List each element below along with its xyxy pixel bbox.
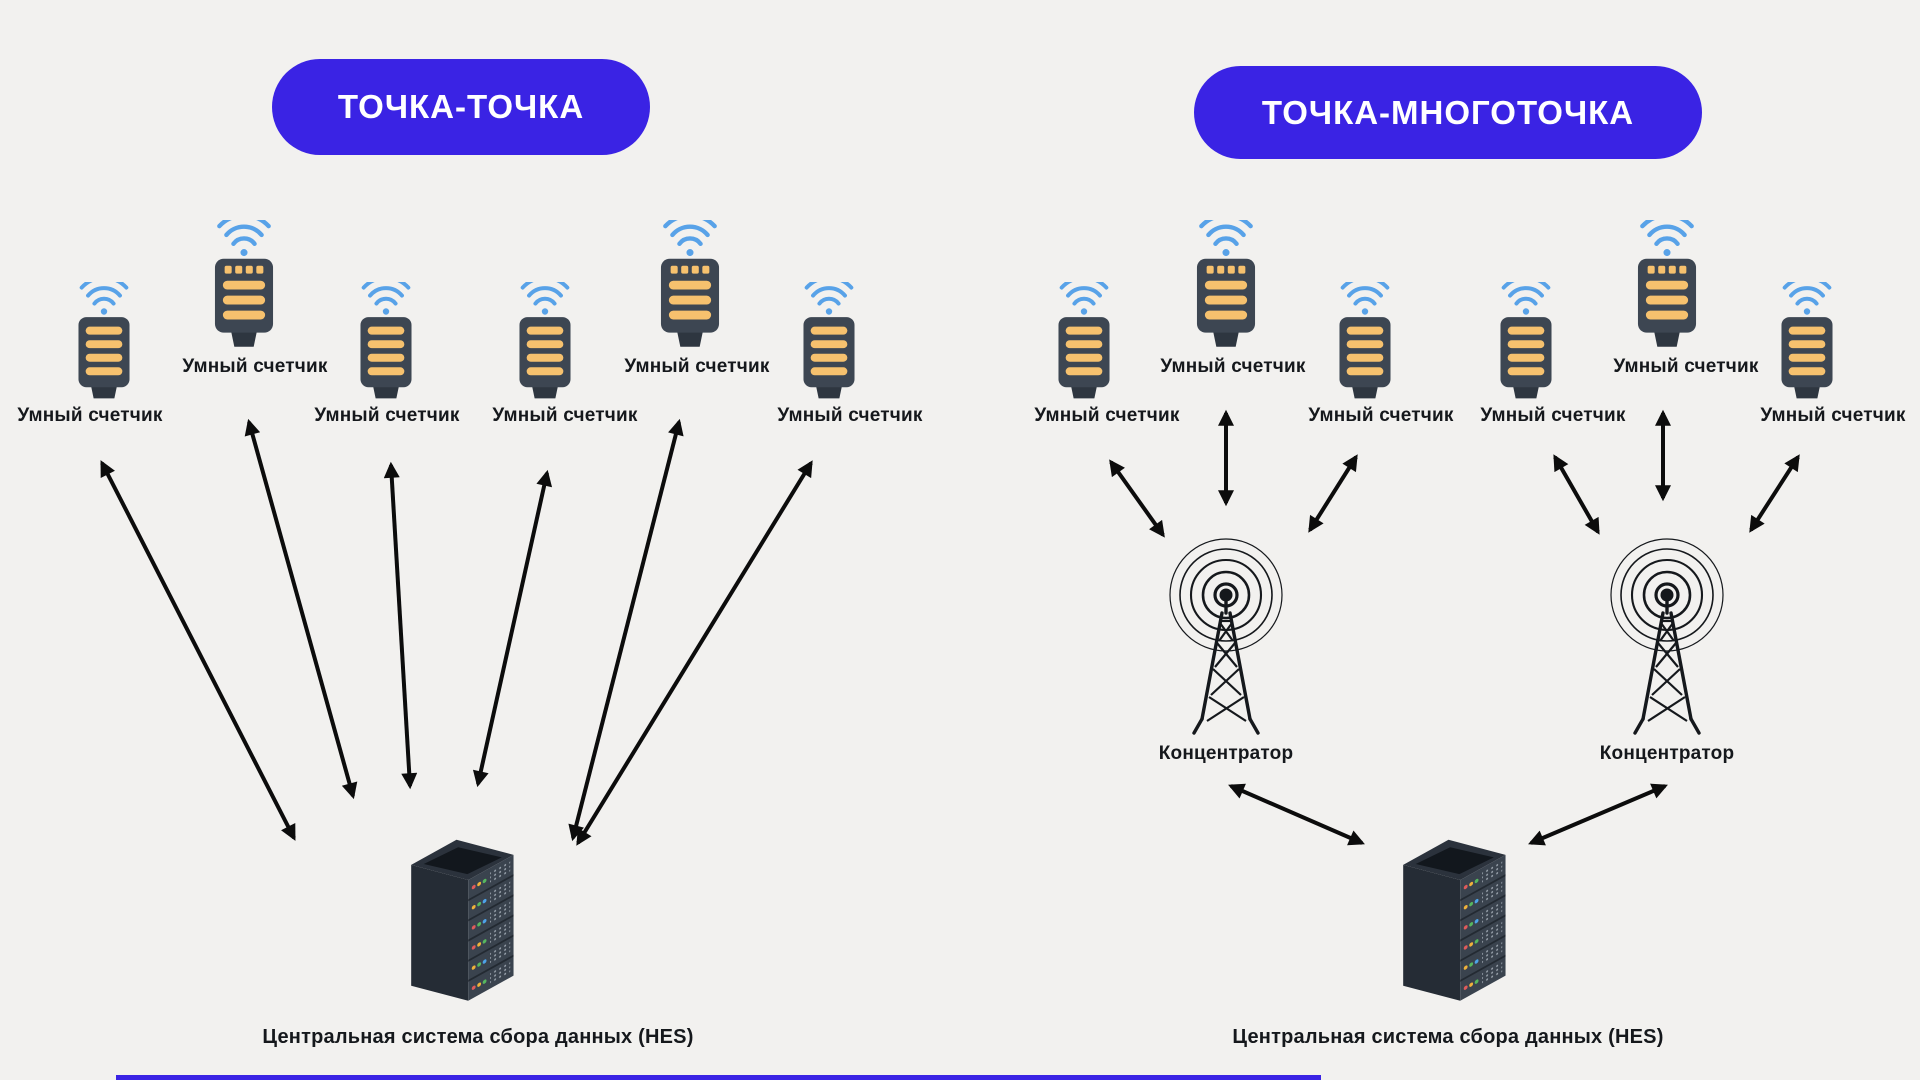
title-point-to-point: ТОЧКА-ТОЧКА (272, 59, 650, 155)
arrow-line (383, 461, 418, 790)
hes-server-label: Центральная система сбора данных (HES) (262, 1026, 694, 1048)
arrow-line (1528, 783, 1668, 846)
smart-meter-label: Умный счетчик (777, 405, 923, 426)
concentrator-label: Концентратор (1599, 743, 1735, 764)
smart-meter-icon (1182, 220, 1270, 352)
server-rack-icon (1388, 833, 1514, 1005)
smart-meter-icon (1623, 220, 1711, 352)
smart-meter-label: Умный счетчик (1760, 405, 1906, 426)
smart-meter-label: Умный счетчик (182, 356, 328, 377)
smart-meter-label: Умный счетчик (17, 405, 163, 426)
arrow-line (472, 469, 553, 788)
title-point-to-multipoint-label: ТОЧКА-МНОГОТОЧКА (1261, 93, 1635, 131)
title-point-to-point-label: ТОЧКА-ТОЧКА (337, 88, 585, 125)
concentrator-icon (1597, 533, 1737, 738)
smart-meter-icon (1044, 282, 1124, 400)
arrow-line (576, 460, 813, 846)
bottom-accent-bar (116, 1075, 1321, 1080)
smart-meter-label: Умный счетчик (1034, 405, 1180, 426)
arrow-line (1553, 454, 1600, 535)
arrow-line (1749, 454, 1800, 533)
hes-server-label: Центральная система сбора данных (HES) (1232, 1026, 1664, 1048)
title-point-to-multipoint: ТОЧКА-МНОГОТОЧКА (1194, 66, 1702, 159)
arrow-line (1109, 459, 1165, 538)
smart-meter-label: Умный счетчик (1308, 405, 1454, 426)
point-to-point-arrows (100, 418, 813, 846)
arrow-line (1308, 454, 1358, 533)
concentrator-label: Концентратор (1158, 743, 1294, 764)
smart-meter-label: Умный счетчик (1160, 356, 1306, 377)
smart-meter-label: Умный счетчик (314, 405, 460, 426)
smart-meter-label: Умный счетчик (624, 356, 770, 377)
smart-meter-label: Умный счетчик (1613, 356, 1759, 377)
concentrator-icon (1156, 533, 1296, 738)
smart-meter-label: Умный счетчик (1480, 405, 1626, 426)
smart-meter-label: Умный счетчик (492, 405, 638, 426)
point-to-multipoint-arrows (1109, 409, 1800, 846)
arrow-line (244, 418, 358, 800)
smart-meter-icon (1325, 282, 1405, 400)
smart-meter-icon (1767, 282, 1847, 400)
smart-meter-icon (1486, 282, 1566, 400)
arrow-line (1228, 783, 1365, 846)
